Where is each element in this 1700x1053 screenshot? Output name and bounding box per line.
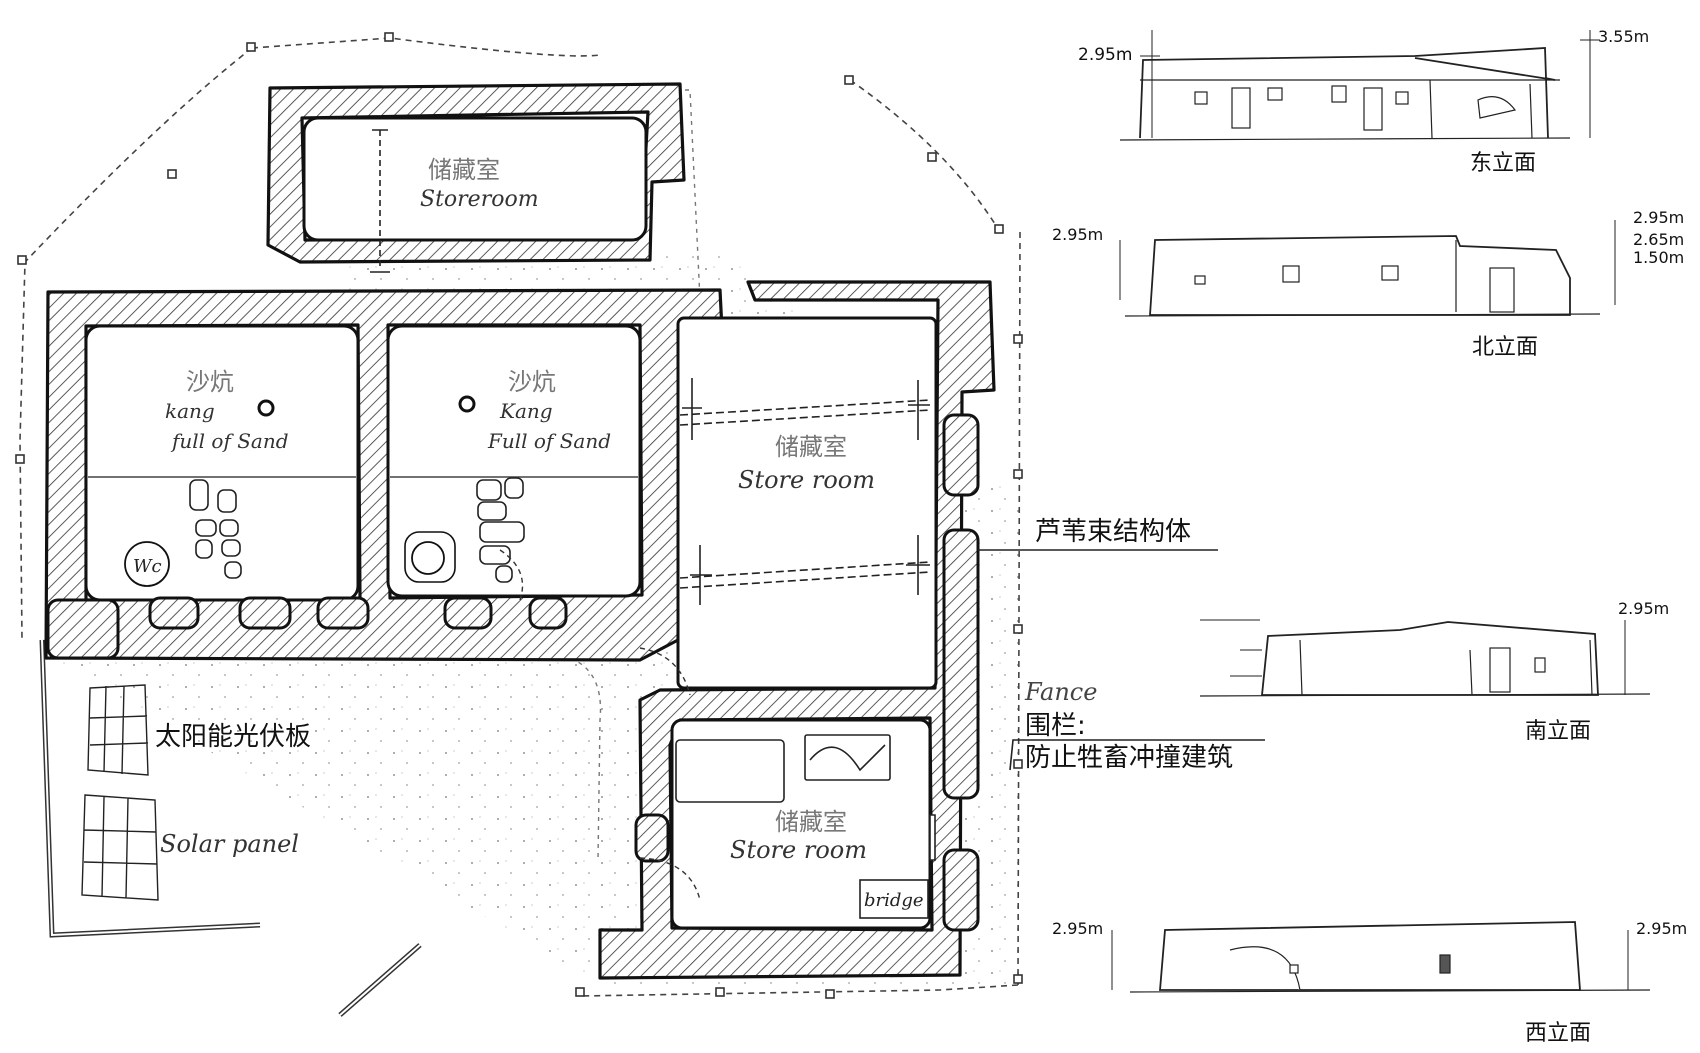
fence-posts (15, 32, 1023, 999)
annotation-fence-zh2: 防止牲畜冲撞建筑 (1025, 743, 1233, 773)
fence-line (19, 37, 1021, 997)
elevation-north-h-left: 2.95m (1052, 225, 1103, 244)
storeroom-furniture (675, 734, 936, 919)
annotation-reed: 芦苇束结构体 (1035, 517, 1191, 547)
room-label-kang-left-en2: full of Sand (170, 429, 289, 453)
solar-panels (81, 684, 159, 901)
elevation-east-h-right: 3.55m (1598, 27, 1649, 46)
room-storeroom-right (676, 316, 938, 690)
elevation-north-title: 北立面 (1472, 335, 1538, 360)
annotation-fence-en: Fance (1024, 678, 1097, 706)
elevation-west (1111, 921, 1651, 993)
room-label-storeroom-top-en: Storeroom (420, 187, 539, 212)
room-kang-mid (386, 324, 642, 598)
stoves (124, 395, 476, 587)
room-label-storeroom-right-en: Store room (738, 466, 875, 494)
room-label-storeroom-bottom-zh: 储藏室 (775, 808, 847, 836)
elevation-west-title: 西立面 (1525, 1021, 1591, 1046)
room-storeroom-top (302, 116, 648, 242)
elevation-north (1119, 220, 1616, 317)
elevation-east-title: 东立面 (1470, 151, 1536, 176)
room-label-kang-mid-zh: 沙炕 (508, 368, 556, 396)
room-label-kang-left-zh: 沙炕 (186, 368, 234, 396)
bridge-label: bridge (864, 890, 924, 911)
reed-beams (370, 129, 931, 605)
room-label-kang-mid-en2: Full of Sand (487, 429, 611, 453)
annotation-solar-en: Solar panel (160, 830, 299, 858)
room-label-storeroom-bottom-en: Store room (730, 836, 867, 864)
elevation-west-h-left: 2.95m (1052, 919, 1103, 938)
solar-panel-2 (81, 794, 159, 901)
elevation-east-h-left: 2.95m (1078, 45, 1132, 65)
annotation-fence-zh1: 围栏: (1025, 711, 1086, 741)
room-label-kang-left-en1: kang (165, 399, 215, 423)
room-kang-left (84, 324, 360, 602)
stepping-stones (189, 477, 525, 583)
room-label-storeroom-top-zh: 储藏室 (428, 156, 500, 184)
door-swings (499, 549, 701, 901)
leader-lines (978, 549, 1265, 771)
wc-circle (124, 541, 170, 587)
elevation-north-h-r3: 1.50m (1633, 248, 1684, 267)
room-label-storeroom-right-zh: 储藏室 (775, 433, 847, 461)
room-label-kang-mid-en1: Kang (499, 399, 553, 423)
annotation-solar-zh: 太阳能光伏板 (155, 722, 311, 752)
elevation-south-h-right: 2.95m (1618, 599, 1669, 618)
labels: 储藏室 Storeroom 沙炕 kang full of Sand 沙炕 Ka… (133, 27, 1687, 1046)
solar-panel-1 (87, 684, 149, 776)
elevation-south-title: 南立面 (1525, 719, 1591, 744)
elevation-west-h-right: 2.95m (1636, 919, 1687, 938)
elevation-east (1119, 30, 1600, 141)
elevation-north-h-r2: 2.65m (1633, 230, 1684, 249)
wc-label: Wc (133, 556, 162, 577)
elevation-south (1199, 619, 1651, 697)
wall-piers (46, 413, 980, 932)
elevation-north-h-r1: 2.95m (1633, 208, 1684, 227)
